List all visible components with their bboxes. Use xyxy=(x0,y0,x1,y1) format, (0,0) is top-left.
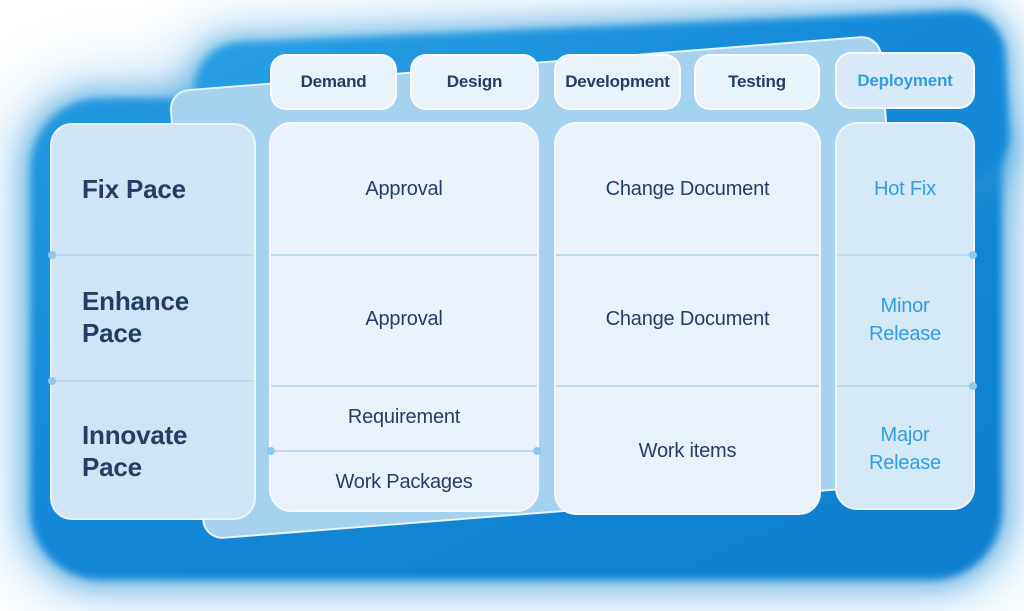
cell-requirement: Requirement xyxy=(347,406,461,428)
column-deployment: Hot Fix Minor Release Major Release xyxy=(835,122,977,510)
column-development-testing: Change Document Change Document Work ite… xyxy=(554,122,821,515)
cell-minor-release: Minor Release xyxy=(869,294,941,345)
cell-change-document-r1: Change Document xyxy=(605,177,770,200)
row-label-innovate-pace: Innovate Pace xyxy=(82,419,188,483)
row-label-enhance-pace: Enhance Pace xyxy=(82,285,189,349)
column-demand-design: Approval Approval Requirement Work Packa… xyxy=(267,122,541,512)
cell-major-release: Major Release xyxy=(869,423,941,474)
row-divider xyxy=(837,382,977,390)
cell-change-document-r2: Change Document xyxy=(605,308,770,330)
column-row-labels: Fix Pace Enhance Pace Innovate Pace xyxy=(48,123,256,520)
cell-approval-r2: Approval xyxy=(365,308,443,330)
row-label-fix-pace: Fix Pace xyxy=(82,174,186,205)
row-divider xyxy=(556,254,819,256)
row-divider xyxy=(837,251,977,259)
cell-hot-fix: Hot Fix xyxy=(874,178,936,200)
row-divider xyxy=(48,377,254,385)
row-divider xyxy=(48,251,254,259)
cell-work-items: Work items xyxy=(638,439,737,462)
tab-deployment: Deployment xyxy=(835,52,975,109)
row-divider xyxy=(556,385,819,387)
tab-demand: Demand xyxy=(270,54,397,110)
row-divider xyxy=(271,254,537,256)
row-divider xyxy=(271,385,537,387)
cell-work-packages: Work Packages xyxy=(335,470,473,493)
tab-design: Design xyxy=(410,54,539,110)
cell-approval-r1: Approval xyxy=(365,177,443,200)
sub-row-divider xyxy=(267,447,541,455)
tab-testing: Testing xyxy=(694,54,820,110)
tab-development: Development xyxy=(554,54,681,110)
